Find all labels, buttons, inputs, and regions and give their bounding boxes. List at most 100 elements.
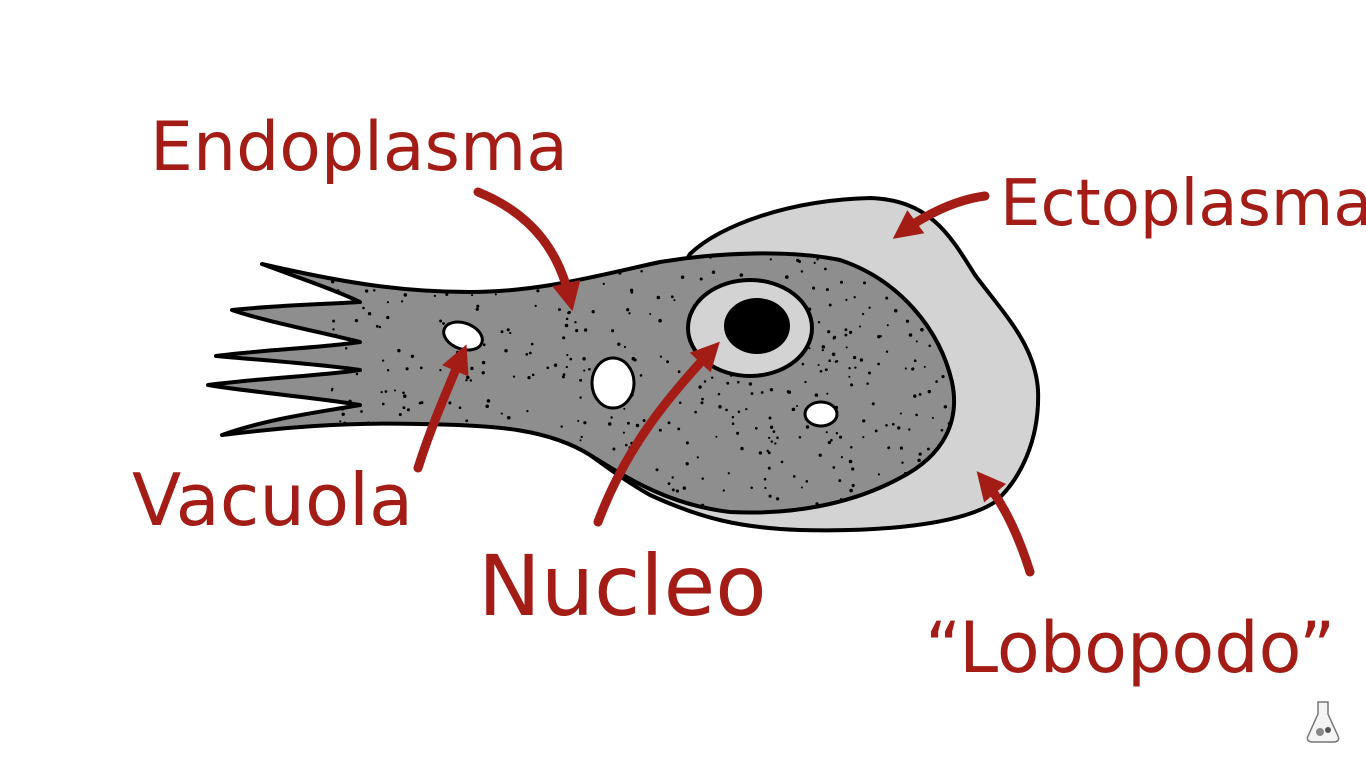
granule-dot	[532, 374, 535, 377]
granule-dot	[490, 497, 493, 500]
granule-dot	[399, 263, 401, 265]
granule-dot	[862, 313, 864, 315]
granule-dot	[577, 281, 580, 284]
granule-dot	[769, 417, 772, 420]
granule-dot	[386, 316, 389, 319]
granule-dot	[859, 325, 861, 327]
granule-dot	[887, 324, 889, 326]
granule-dot	[726, 382, 729, 385]
granule-dot	[788, 390, 791, 393]
granule-dot	[402, 406, 405, 409]
granule-dot	[406, 258, 408, 260]
granule-dot	[382, 403, 385, 406]
granule-dot	[712, 271, 715, 274]
granule-dot	[574, 321, 576, 323]
granule-dot	[632, 357, 636, 361]
granule-dot	[863, 281, 866, 284]
granule-dot	[732, 422, 735, 425]
granule-dot	[482, 361, 486, 365]
granule-dot	[740, 274, 743, 277]
granule-dot	[332, 320, 335, 323]
granule-dot	[387, 369, 389, 371]
granule-dot	[503, 505, 505, 507]
granule-dot	[894, 309, 898, 313]
granule-dot	[900, 446, 903, 449]
granule-dot	[414, 281, 416, 283]
granule-dot	[420, 367, 423, 370]
granule-dot	[657, 296, 661, 300]
granule-dot	[916, 340, 918, 342]
granule-dot	[501, 413, 503, 415]
granule-dot	[554, 452, 557, 455]
granule-dot	[919, 393, 922, 396]
granule-dot	[404, 293, 408, 297]
granule-dot	[467, 488, 469, 490]
granule-dot	[525, 353, 528, 356]
granule-dot	[701, 477, 704, 480]
granule-dot	[913, 394, 916, 397]
granule-dot	[376, 325, 379, 328]
granule-dot	[634, 254, 637, 257]
granule-dot	[357, 427, 360, 430]
granule-dot	[914, 359, 917, 362]
granule-dot	[875, 429, 878, 432]
granule-dot	[348, 400, 351, 403]
granule-dot	[332, 258, 334, 260]
granule-dot	[439, 320, 442, 323]
granule-dot	[476, 305, 479, 308]
granule-dot	[507, 328, 510, 331]
granule-dot	[854, 296, 856, 298]
granule-dot	[737, 381, 740, 384]
granule-dot	[362, 307, 365, 310]
granule-dot	[625, 444, 628, 447]
label-vacuola: Vacuola	[132, 458, 413, 542]
granule-dot	[900, 412, 902, 414]
granule-dot	[839, 436, 842, 439]
granule-dot	[356, 373, 358, 375]
granule-dot	[482, 371, 485, 374]
granule-dot	[678, 370, 681, 373]
granule-dot	[764, 478, 767, 481]
granule-dot	[806, 425, 809, 428]
granule-dot	[590, 485, 593, 488]
granule-dot	[630, 291, 633, 294]
granule-dot	[872, 402, 875, 405]
granule-dot	[941, 429, 944, 432]
granule-dot	[738, 411, 741, 414]
granule-dot	[658, 319, 662, 323]
granule-dot	[901, 461, 903, 463]
granule-dot	[912, 367, 915, 370]
granule-dot	[329, 257, 331, 259]
granule-dot	[563, 492, 565, 494]
granule-dot	[379, 326, 381, 328]
granule-dot	[822, 349, 824, 351]
label-nucleo: Nucleo	[478, 537, 767, 635]
granule-dot	[485, 405, 489, 409]
granule-dot	[704, 380, 707, 383]
granule-dot	[575, 329, 578, 332]
granule-dot	[407, 408, 410, 411]
granule-dot	[745, 408, 747, 410]
granule-dot	[815, 502, 818, 505]
granule-dot	[832, 466, 835, 469]
granule-dot	[439, 369, 441, 371]
granule-dot	[755, 427, 758, 430]
granule-dot	[518, 278, 521, 281]
granule-dot	[718, 393, 721, 396]
granule-dot	[944, 405, 947, 408]
granule-dot	[438, 452, 440, 454]
granule-dot	[487, 399, 491, 403]
granule-dot	[793, 475, 796, 478]
granule-dot	[828, 359, 831, 362]
granule-dot	[649, 313, 651, 315]
granule-dot	[932, 417, 934, 419]
granule-dot	[941, 375, 944, 378]
granule-dot	[832, 353, 836, 357]
granule-dot	[509, 332, 511, 334]
granule-dot	[470, 367, 473, 370]
granule-dot	[582, 357, 586, 361]
granule-dot	[579, 396, 581, 398]
granule-dot	[522, 453, 525, 456]
granule-dot	[364, 260, 367, 263]
